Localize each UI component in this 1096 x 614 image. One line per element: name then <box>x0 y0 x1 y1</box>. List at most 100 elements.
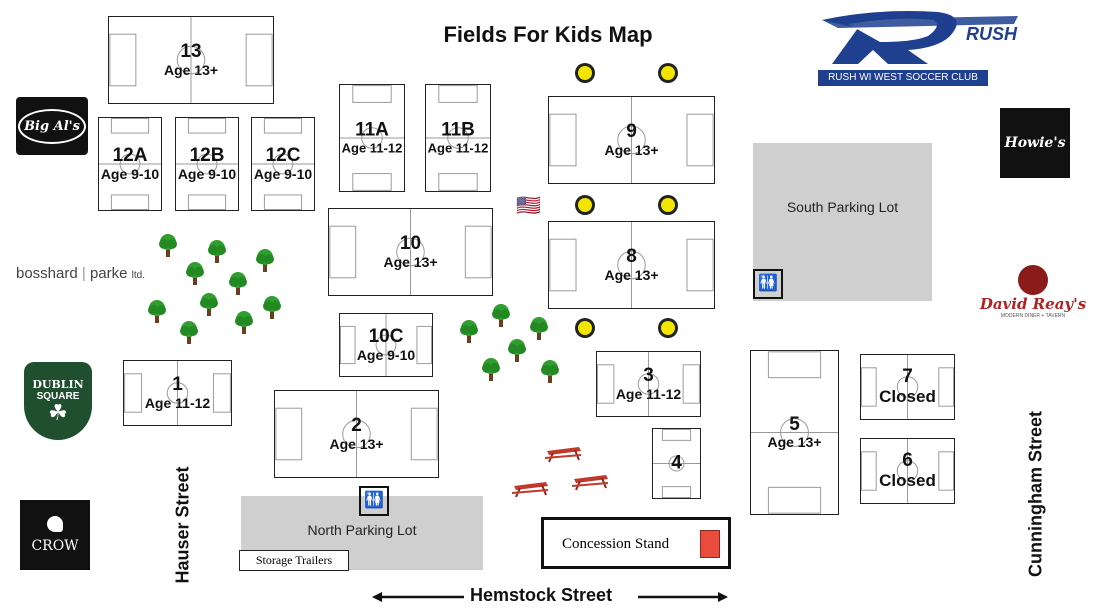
field-lines-icon <box>109 17 273 103</box>
light-pole-icon <box>657 62 679 84</box>
picnic-table-icon <box>510 480 550 498</box>
field-lines-icon <box>340 314 432 376</box>
hemstock-street: Hemstock Street <box>372 584 728 610</box>
field-lines-icon <box>99 118 161 210</box>
tree-icon <box>179 320 199 344</box>
restroom-icon-north: 🚻 <box>359 486 389 516</box>
picnic-table-icon <box>543 445 583 463</box>
bosshard-text: bosshard <box>16 265 78 282</box>
shamrock-icon: ☘ <box>48 400 68 425</box>
field-number: 13 <box>180 40 202 62</box>
howies-text: Howie's <box>1004 135 1066 151</box>
field-number: 6 <box>902 450 913 472</box>
field-number: 3 <box>643 364 654 386</box>
field-number: 10C <box>368 325 404 347</box>
light-pole-icon <box>657 317 679 339</box>
field-lines-icon <box>549 222 714 308</box>
hauser-street-label: Hauser Street <box>172 466 193 584</box>
field-number: 8 <box>626 245 637 267</box>
restroom-icon-south: 🚻 <box>753 269 783 299</box>
field-age-group: Age 11-12 <box>341 140 403 156</box>
light-pole-icon <box>574 317 596 339</box>
tree-icon <box>234 310 254 334</box>
field-lines-icon <box>275 391 438 477</box>
tree-icon <box>158 233 178 257</box>
field-number: 9 <box>626 120 637 142</box>
field-age-group: Age 9-10 <box>177 165 237 182</box>
field-number: 5 <box>789 413 800 435</box>
field-number: 4 <box>671 452 682 474</box>
field-4: 4 <box>652 428 701 499</box>
picnic-table-icon <box>570 473 610 491</box>
light-pole-icon <box>657 194 679 216</box>
hemstock-street-label: Hemstock Street <box>470 585 613 605</box>
square-text: SQUARE <box>36 391 80 402</box>
tree-icon <box>540 359 560 383</box>
field-lines-icon <box>329 209 492 295</box>
hemstock-arrows-icon <box>372 592 728 602</box>
field-age-group: Age 13+ <box>329 435 384 452</box>
field-number: 1 <box>172 373 183 395</box>
big-als-text: Big Al's <box>18 108 86 144</box>
field-lines-icon <box>861 439 954 503</box>
parke-text: parke <box>89 265 128 282</box>
field-number: 12A <box>112 144 148 166</box>
field-lines-icon <box>252 118 314 210</box>
tree-icon <box>255 248 275 272</box>
field-lines-icon <box>653 429 700 498</box>
rush-subtitle: RUSH WI WEST SOCCER CLUB <box>818 70 988 86</box>
north-lot-label: North Parking Lot <box>307 522 417 538</box>
field-age-group: Age 13+ <box>604 266 659 283</box>
tree-icon <box>207 239 227 263</box>
dublin-text: DUBLIN <box>32 378 84 391</box>
field-age-group: Age 13+ <box>767 434 822 451</box>
cunningham-street-label: Cunningham Street <box>1025 410 1046 578</box>
field-age-group: Closed <box>879 471 936 491</box>
field-lines-icon <box>597 352 700 416</box>
field-number: 10 <box>399 232 422 254</box>
field-number: 12B <box>189 144 225 166</box>
field-lines-icon <box>340 85 404 191</box>
american-flag-icon: 🇺🇸 <box>516 195 541 217</box>
tree-icon <box>185 261 205 285</box>
david-reays-subtext: MODERN DINER + TAVERN <box>1000 313 1066 319</box>
field-number: 11A <box>355 119 389 141</box>
field-label: 4 <box>653 452 700 474</box>
rush-swoosh-icon <box>822 11 1018 64</box>
field-number: 2 <box>351 414 362 436</box>
concession-stand: Concession Stand <box>541 517 731 569</box>
field-age-group: Age 9-10 <box>253 165 313 182</box>
field-lines-icon <box>861 355 954 419</box>
big-als-logo: Big Al's <box>16 97 88 155</box>
field-age-group: Age 13+ <box>604 141 659 158</box>
field-lines-icon <box>426 85 490 191</box>
field-number: 11B <box>441 119 475 141</box>
howies-logo: Howie's <box>1000 108 1070 178</box>
bosshard-parke-logo: bosshard | parke ltd. <box>16 265 146 282</box>
